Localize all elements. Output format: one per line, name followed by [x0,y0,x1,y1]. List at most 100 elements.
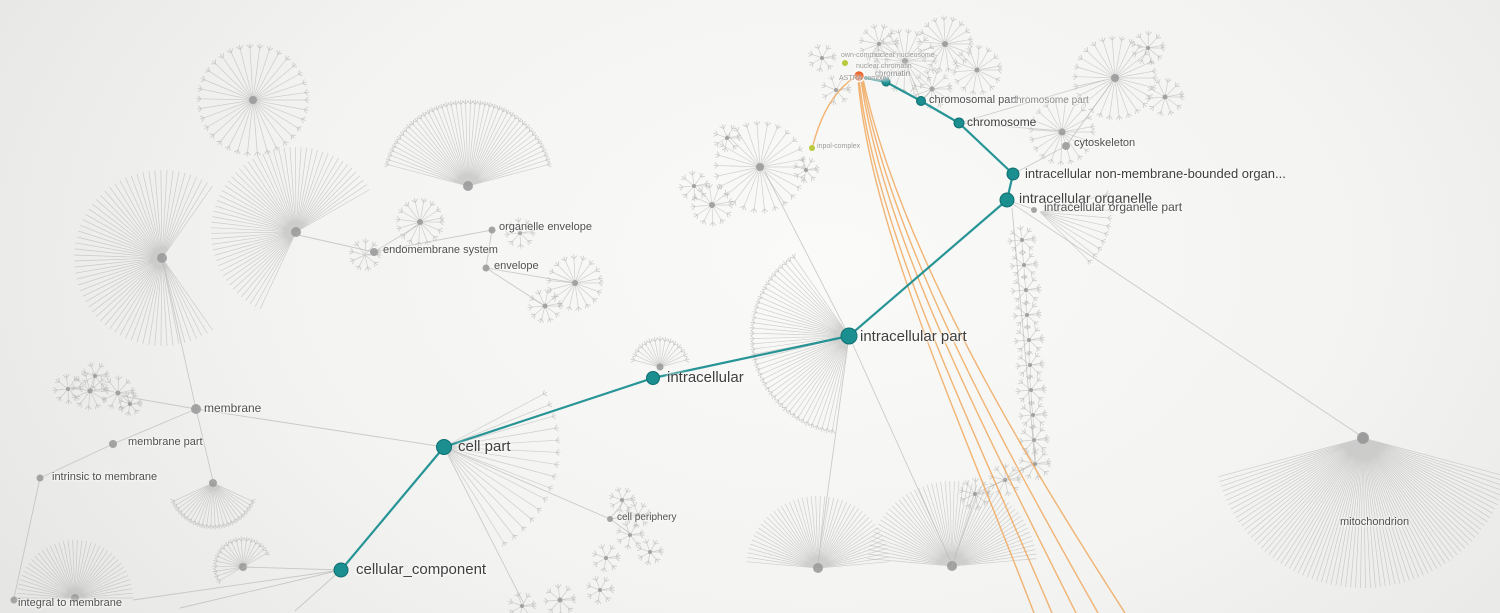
node-chromosomal-part[interactable] [916,96,926,106]
node-cellular-component[interactable] [333,562,349,578]
term-node[interactable] [191,404,201,414]
term-node[interactable] [1358,433,1368,443]
cluster-node[interactable] [598,588,602,592]
node-label[interactable]: cytoskeleton [1074,137,1136,149]
node-label[interactable]: nuclear nucleosome [872,52,935,59]
cluster-node[interactable] [417,219,423,225]
fan-cluster[interactable] [543,583,577,613]
fan-cluster[interactable] [17,539,133,602]
cluster-node[interactable] [1020,238,1024,242]
cluster-node[interactable] [518,231,522,235]
node-label[interactable]: integral to membrane [18,597,122,609]
cluster-node[interactable] [756,163,764,171]
fan-cluster[interactable] [1018,447,1052,481]
cluster-node[interactable] [87,388,93,394]
fan-cluster[interactable] [1012,300,1042,330]
node-label[interactable]: envelope [494,260,539,272]
cluster-node[interactable] [249,96,257,104]
fan-cluster[interactable] [625,502,652,529]
node-label[interactable]: chromosome [967,115,1037,129]
fan-cluster[interactable] [1145,77,1185,116]
cluster-node[interactable] [66,387,70,391]
fan-cluster[interactable] [1039,190,1113,265]
cluster-node[interactable] [813,563,823,573]
node-label[interactable]: organelle envelope [499,221,592,233]
cluster-node[interactable] [804,168,808,172]
fan-cluster[interactable] [170,479,256,530]
node-intracellular-part[interactable] [840,327,858,345]
fan-cluster[interactable] [196,43,310,157]
node-chromatin[interactable] [881,77,891,87]
cluster-node[interactable] [557,597,563,603]
fan-cluster[interactable] [1072,35,1158,121]
fan-cluster[interactable] [958,477,992,511]
cluster-node[interactable] [209,479,217,487]
fan-cluster[interactable] [443,389,561,547]
node-label[interactable]: membrane part [128,436,203,448]
fan-cluster[interactable] [508,592,537,613]
cluster-node[interactable] [725,136,729,140]
fan-cluster[interactable] [637,539,664,566]
cluster-node[interactable] [902,58,908,64]
cluster-node[interactable] [520,604,524,608]
fan-cluster[interactable] [746,495,890,573]
fan-cluster[interactable] [872,28,938,94]
node-label[interactable]: chromosomal part [929,94,1018,106]
cluster-node[interactable] [1058,128,1066,136]
node-label[interactable]: inpol-complex [817,143,861,150]
cluster-node[interactable] [604,556,608,560]
fan-cluster[interactable] [713,120,807,214]
fan-cluster[interactable] [81,362,110,391]
term-node[interactable] [1031,207,1037,213]
fan-cluster[interactable] [1218,432,1500,589]
fan-cluster[interactable] [858,24,900,65]
cluster-node[interactable] [1146,46,1150,50]
node-label[interactable]: membrane [204,401,262,415]
cluster-node[interactable] [1162,94,1168,100]
fan-cluster[interactable] [70,372,110,411]
fan-cluster[interactable] [808,44,837,73]
node-label[interactable]: endomembrane system [383,244,498,256]
highlighted-node-green-2[interactable] [842,60,848,66]
fan-cluster[interactable] [713,124,742,153]
fan-cluster[interactable] [793,157,820,184]
node-intracellular[interactable] [646,371,660,385]
cluster-node[interactable] [128,402,132,406]
node-label[interactable]: cellular_component [356,561,487,578]
fan-cluster[interactable] [395,197,445,247]
node-label[interactable]: mitochondrion [1340,516,1410,528]
cluster-node[interactable] [620,498,624,502]
cluster-node[interactable] [834,88,838,92]
fan-cluster[interactable] [1010,274,1042,306]
node-label[interactable]: intracellular organelle [1019,190,1153,206]
cluster-node[interactable] [942,41,948,47]
fan-cluster[interactable] [1018,400,1048,430]
fan-cluster[interactable] [1007,225,1037,255]
node-chromosome[interactable] [953,117,965,129]
node-label[interactable]: nuclear chromatin [856,63,912,70]
cluster-node[interactable] [463,181,473,191]
fan-cluster[interactable] [1015,374,1047,406]
term-node[interactable] [10,596,18,604]
term-node[interactable] [370,248,378,256]
fan-cluster[interactable] [1028,98,1096,166]
fan-cluster[interactable] [74,169,213,347]
node-label[interactable]: intracellular part [860,328,967,345]
node-intracellular-organelle[interactable] [999,192,1015,208]
fan-cluster[interactable] [546,254,604,312]
fan-cluster[interactable] [212,536,270,585]
cluster-node[interactable] [71,594,79,602]
term-node[interactable] [1062,142,1070,150]
fan-cluster[interactable] [616,521,645,550]
fan-cluster[interactable] [630,336,690,371]
cluster-node[interactable] [648,550,652,554]
fan-cluster[interactable] [592,544,621,573]
cluster-node[interactable] [709,202,715,208]
node-label[interactable]: own-complex [841,52,883,59]
node-label[interactable]: intracellular non-membrane-bounded organ… [1025,166,1286,181]
cluster-node[interactable] [877,42,881,46]
term-node[interactable] [488,226,496,234]
fan-cluster[interactable] [867,480,1037,571]
cluster-node[interactable] [1028,363,1032,367]
node-cell-part[interactable] [436,439,452,455]
